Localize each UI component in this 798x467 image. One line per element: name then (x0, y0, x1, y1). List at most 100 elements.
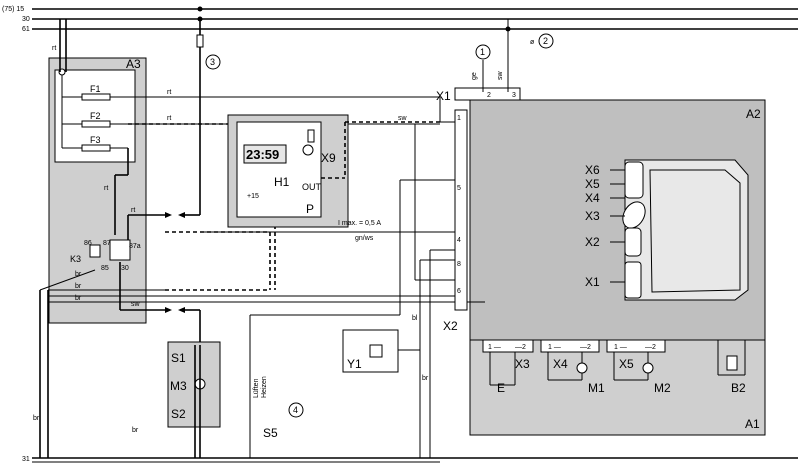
callout-4-text: 4 (293, 405, 298, 415)
clock-text: 23:59 (246, 147, 279, 162)
x2-pin-6: 6 (457, 288, 461, 295)
callout-4 (288, 402, 304, 418)
fuse-f3-label: F3 (90, 135, 101, 145)
wire-rt-5: rt (131, 207, 135, 214)
rail-61-label: 61 (22, 26, 30, 33)
actuator-module (167, 341, 221, 428)
out-label: OUT (302, 182, 322, 192)
x2-connector-strip (454, 109, 468, 311)
s2-label: S2 (171, 407, 186, 421)
x9-label: X9 (321, 151, 336, 165)
p-label: P (306, 202, 314, 216)
pin-86: 86 (84, 240, 92, 247)
x2-pin-8: 8 (457, 261, 461, 268)
x3-connector (482, 339, 534, 353)
m1-label: M1 (588, 381, 605, 395)
m3-label: M3 (170, 379, 187, 393)
x6-label: X6 (585, 163, 600, 177)
callout-1 (475, 44, 491, 60)
wire-br-3: br (75, 295, 82, 302)
fuse-f3: F3 (62, 135, 128, 152)
x3-pin-2: —2 (515, 344, 526, 351)
callout-2-text: 2 (543, 36, 548, 46)
wire-sw-1: sw (398, 115, 408, 122)
callout-1-text: 1 (480, 47, 485, 57)
sensor-b2-icon (726, 355, 738, 371)
x4-label: X4 (585, 191, 600, 205)
x2-side-label: X2 (443, 319, 458, 333)
s1-label: S1 (171, 351, 186, 365)
plug-x6-x4 (624, 161, 644, 199)
x3-bottom-label: X3 (515, 357, 530, 371)
wire-rt-3: rt (167, 115, 171, 122)
wire-sw-3: sw (497, 71, 504, 81)
wire-br-4: br (33, 415, 40, 422)
wire-bl: bl (412, 315, 418, 322)
x5-connector (606, 339, 666, 353)
x1-label: X1 (585, 275, 600, 289)
wire-br-1: br (75, 271, 82, 278)
relay-k3: K3 86 87 87a 85 30 (70, 239, 141, 272)
wire-gnws: gn/ws (355, 235, 374, 242)
pin-3-top: 3 (512, 92, 516, 99)
pin-30: 30 (121, 265, 129, 272)
imax-label: I max. = 0,5 A (338, 220, 381, 227)
y1-label: Y1 (347, 357, 362, 371)
board-outline (624, 159, 749, 301)
x4-bottom-label: X4 (553, 357, 568, 371)
plug-x2 (624, 227, 642, 257)
wire-br-2: br (75, 283, 82, 290)
x4-pin-2: —2 (580, 344, 591, 351)
wire-br-5: br (132, 427, 139, 434)
x3-label: X3 (585, 209, 600, 223)
motor-m1-icon (576, 362, 588, 374)
rail-15-label: (75) 15 (2, 6, 24, 13)
x5-label: X5 (585, 177, 600, 191)
relay-k3-label: K3 (70, 254, 81, 264)
wire-rt-2: rt (167, 89, 171, 96)
plus15-label: +15 (247, 193, 259, 200)
wire-rt-4: rt (104, 185, 108, 192)
e-label: E (497, 381, 505, 395)
rail-31-label: 31 (22, 456, 30, 463)
b2-label: B2 (731, 381, 746, 395)
wire-br-6: br (422, 375, 429, 382)
fuse-f2: F2 (62, 111, 128, 128)
x2-pin-1: 1 (457, 115, 461, 122)
m2-label: M2 (654, 381, 671, 395)
x3-pin-1: 1 — (488, 344, 501, 351)
a1-label: A1 (745, 417, 760, 431)
wire-sw-2: sw (131, 301, 141, 308)
h1-label: H1 (274, 175, 290, 189)
plug-x3 (622, 201, 646, 229)
callout-2-prefix: ø (530, 39, 535, 46)
pin-87: 87 (103, 240, 111, 247)
heizen-label: Heizen (261, 376, 268, 398)
x2-pin-4: 4 (457, 237, 461, 244)
x4-connector (540, 339, 600, 353)
wire-rt-1: rt (52, 45, 56, 52)
luften-label: Lüften (253, 378, 260, 398)
x2-label: X2 (585, 235, 600, 249)
fuse-f1: F1 (62, 84, 128, 101)
clock-display (243, 144, 287, 164)
x5-pin-2: —2 (645, 344, 656, 351)
a2-label: A2 (746, 107, 761, 121)
x1-top-label: X1 (436, 89, 451, 103)
s5-label: S5 (263, 426, 278, 440)
pin-2-top: 2 (487, 92, 491, 99)
x2-pin-5: 5 (457, 185, 461, 192)
rail-group: (75) 15 30 61 31 (2, 6, 798, 463)
x5-bottom-label: X5 (619, 357, 634, 371)
wire-ge: ge (471, 72, 478, 80)
fuse-f2-label: F2 (90, 111, 101, 121)
fuse-f1-label: F1 (90, 84, 101, 94)
x5-pin-1: 1 — (614, 344, 627, 351)
x4-pin-1: 1 — (548, 344, 561, 351)
callout-2 (538, 33, 554, 49)
pin-85: 85 (101, 265, 109, 272)
plug-x1 (624, 261, 642, 299)
rail-30-label: 30 (22, 16, 30, 23)
